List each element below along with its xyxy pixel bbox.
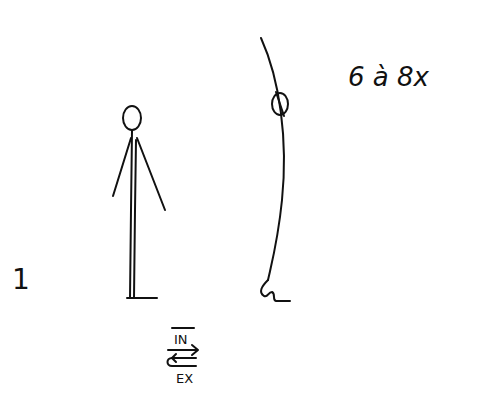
head-stroke xyxy=(276,92,284,116)
arm xyxy=(113,138,131,196)
inhale-arrow xyxy=(168,345,198,355)
head xyxy=(123,106,141,130)
repetition-note: 6 à 8x xyxy=(348,64,429,90)
body xyxy=(130,131,132,298)
standing-figure xyxy=(113,106,165,298)
exhale-arrowhead xyxy=(172,354,176,362)
exhale-label: EX xyxy=(176,372,193,385)
exhale-arrow xyxy=(168,358,197,366)
head xyxy=(272,93,288,115)
foot xyxy=(127,297,157,299)
foot xyxy=(261,280,290,301)
overbar xyxy=(172,327,194,329)
breathing-arrows xyxy=(168,328,199,366)
step-number: 1 xyxy=(12,266,30,294)
inhale-label: IN xyxy=(174,333,188,346)
body xyxy=(134,140,136,298)
arched-figure xyxy=(261,38,290,301)
body-arc xyxy=(261,38,284,280)
arm xyxy=(137,138,165,210)
